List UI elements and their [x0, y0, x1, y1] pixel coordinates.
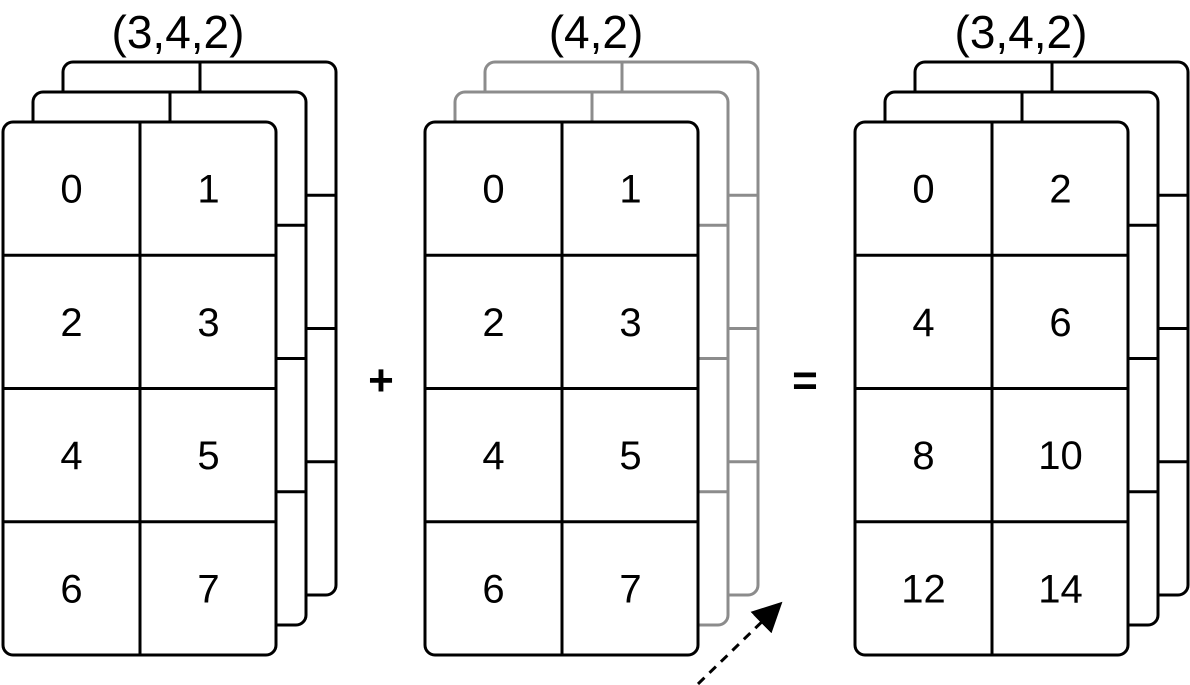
- array-left-front-grid: 0 1 2 3 4 5 6 7: [1, 120, 278, 657]
- left-cell-r1-c1: 3: [197, 301, 219, 345]
- left-cell-r1-c0: 2: [60, 301, 82, 345]
- middle-cell-r2-c1: 5: [619, 434, 641, 478]
- left-cell-r3-c1: 7: [197, 567, 219, 611]
- array-right-front-grid: 0 2 4 6 8 10 12 14: [853, 120, 1130, 657]
- right-cell-r3-c0: 12: [901, 567, 946, 611]
- right-cell-r0-c1: 2: [1049, 168, 1071, 212]
- array-middle-front-grid: 0 1 2 3 4 5 6 7: [423, 120, 700, 657]
- left-cell-r3-c0: 6: [60, 567, 82, 611]
- array-right: (3,4,2) 0 2 4 6 8 10 12 14: [853, 6, 1190, 657]
- left-cell-r0-c0: 0: [60, 168, 82, 212]
- right-cell-r2-c0: 8: [912, 434, 934, 478]
- middle-cell-r0-c1: 1: [619, 168, 641, 212]
- right-cell-r1-c1: 6: [1049, 301, 1071, 345]
- left-cell-r2-c0: 4: [60, 434, 82, 478]
- array-middle-shape-label: (4,2): [549, 6, 644, 58]
- right-cell-r2-c1: 10: [1038, 434, 1083, 478]
- middle-cell-r3-c0: 6: [482, 567, 504, 611]
- plus-operator: +: [368, 356, 394, 405]
- left-cell-r0-c1: 1: [197, 168, 219, 212]
- right-cell-r3-c1: 14: [1038, 567, 1083, 611]
- middle-cell-r3-c1: 7: [619, 567, 641, 611]
- right-cell-r1-c0: 4: [912, 301, 934, 345]
- array-middle: (4,2) 0 1 2 3 4 5 6 7: [423, 6, 760, 657]
- middle-cell-r0-c0: 0: [482, 168, 504, 212]
- broadcast-arrow: [696, 601, 783, 685]
- left-cell-r2-c1: 5: [197, 434, 219, 478]
- equals-operator: =: [792, 356, 818, 405]
- middle-cell-r1-c0: 2: [482, 301, 504, 345]
- right-cell-r0-c0: 0: [912, 168, 934, 212]
- middle-cell-r1-c1: 3: [619, 301, 641, 345]
- array-left: (3,4,2) 0 1 2 3 4 5 6 7: [1, 6, 338, 657]
- middle-cell-r2-c0: 4: [482, 434, 504, 478]
- array-right-shape-label: (3,4,2): [955, 6, 1088, 58]
- array-left-shape-label: (3,4,2): [112, 6, 245, 58]
